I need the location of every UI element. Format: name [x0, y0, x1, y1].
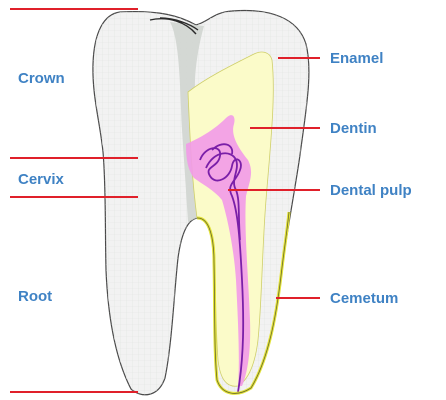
label-dentin: Dentin [330, 120, 377, 137]
label-cementum: Cemetum [330, 290, 398, 307]
label-root: Root [18, 288, 52, 305]
label-dental-pulp: Dental pulp [330, 182, 412, 199]
label-enamel: Enamel [330, 50, 383, 67]
label-cervix: Cervix [18, 171, 65, 188]
label-crown: Crown [18, 70, 65, 87]
